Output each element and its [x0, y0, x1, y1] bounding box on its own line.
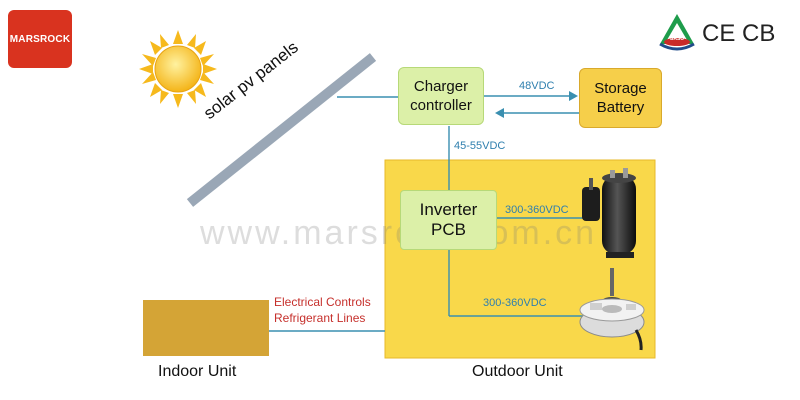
marsrock-logo: MARSROCK: [8, 10, 72, 68]
certification-marks: CE CB: [702, 20, 776, 47]
storage-battery-box: Storage Battery: [579, 68, 662, 128]
charger-controller-label-line2: controller: [410, 97, 472, 114]
electrical-controls-label: Electrical Controls: [274, 295, 371, 309]
indoor-unit-label: Indoor Unit: [158, 363, 237, 380]
arrow-right-icon: [569, 91, 578, 101]
charger-controller-box: Charger controller: [398, 67, 484, 125]
saso-logo-icon: [659, 14, 695, 51]
refrigerant-lines-label: Refrigerant Lines: [274, 311, 366, 325]
saso-logo-text: SASO: [670, 36, 685, 42]
solar-panel-bar: [186, 53, 377, 207]
compressor-voltage-label: 300-360VDC: [505, 204, 569, 216]
inverter-pcb-label-line2: PCB: [431, 220, 466, 239]
arrow-left-icon: [495, 108, 504, 118]
outdoor-unit-label: Outdoor Unit: [472, 363, 563, 380]
storage-battery-label-line2: Battery: [596, 99, 645, 116]
arrowheads: [495, 91, 578, 118]
inverter-pcb-box: Inverter PCB: [400, 190, 497, 250]
charger-inverter-voltage-label: 45-55VDC: [454, 140, 506, 152]
charger-battery-voltage-label: 48VDC: [519, 80, 555, 92]
compressor-icon: [582, 168, 636, 258]
indoor-link-label: Electrical Controls Refrigerant Lines: [274, 294, 371, 326]
storage-battery-label-line1: Storage: [594, 80, 647, 97]
sun-icon: [139, 30, 217, 108]
fan-motor-voltage-label: 300-360VDC: [483, 297, 547, 309]
charger-controller-label-line1: Charger: [413, 78, 469, 95]
indoor-unit-block: [143, 300, 269, 356]
watermark-text: www.marsrock.com.cn: [200, 214, 598, 252]
inverter-pcb-label-line1: Inverter: [419, 200, 478, 219]
fan-motor-icon: [579, 268, 645, 351]
